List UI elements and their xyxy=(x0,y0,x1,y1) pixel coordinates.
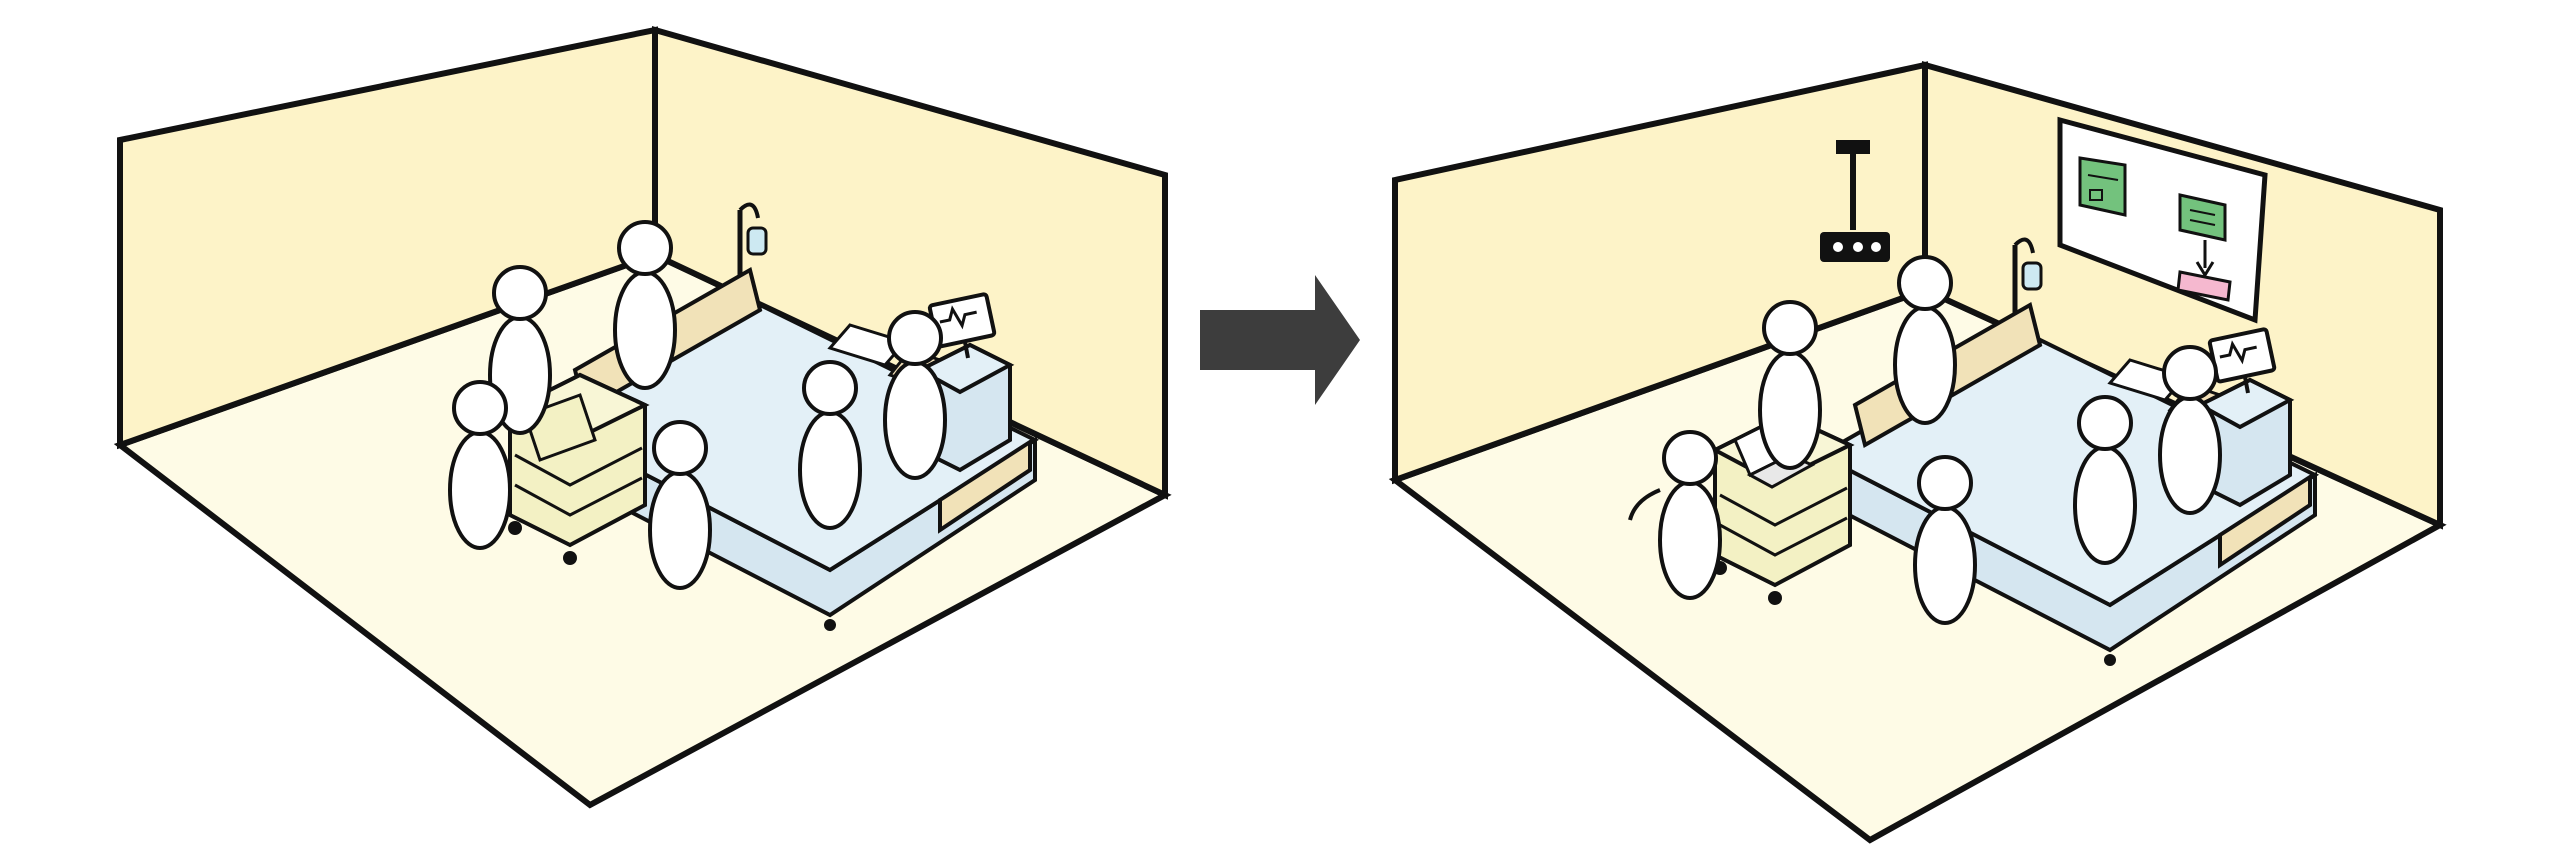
person-icon xyxy=(1913,455,1977,625)
person-icon xyxy=(1758,300,1822,470)
person-icon xyxy=(2073,395,2137,565)
wall-projection-screen xyxy=(2057,116,2268,324)
panel-after xyxy=(1388,61,2447,844)
person-icon xyxy=(448,380,512,550)
panel-before xyxy=(113,26,1172,809)
person-icon xyxy=(2158,345,2222,515)
person-icon xyxy=(613,220,677,390)
arm-gesture xyxy=(1628,488,1661,521)
person-icon xyxy=(883,310,947,480)
arrow-right-icon xyxy=(1200,275,1360,405)
right-wall-before xyxy=(652,26,1168,500)
person-icon xyxy=(648,420,712,590)
person-icon xyxy=(1893,255,1957,425)
right-wall-after xyxy=(1922,61,2443,530)
projector-icon xyxy=(1820,140,1890,262)
person-icon xyxy=(1658,430,1722,600)
